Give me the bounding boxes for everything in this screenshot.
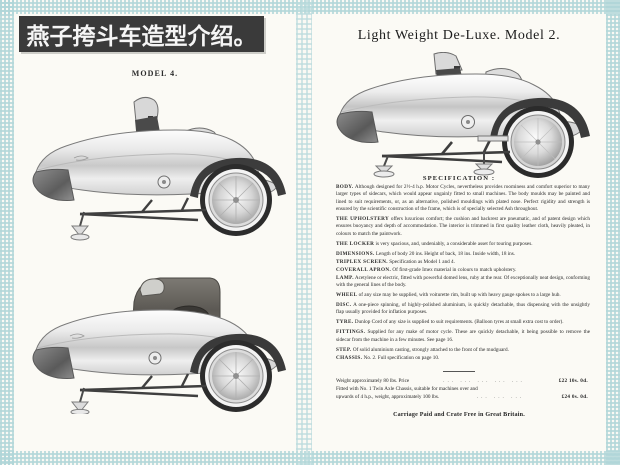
spec-row-upholstery: THE UPHOLSTERY offers luxurious comfort;… bbox=[336, 216, 590, 238]
spec-definition: of any size may be supplied, with voitur… bbox=[358, 292, 561, 299]
spec-row-locker: THE LOCKER is very spacious, and, undeni… bbox=[336, 241, 590, 248]
spec-row-fittings: FITTINGS. Supplied for any make of motor… bbox=[336, 329, 590, 344]
chinese-title-banner: 燕子挎斗车造型介绍。 bbox=[19, 16, 264, 52]
price-amount: £24 0s. 0d. bbox=[561, 393, 588, 400]
spec-row-lamp: LAMP. Acetylene or electric, fitted with… bbox=[336, 275, 590, 290]
spec-row-tyre: TYRE. Dunlop Cord of any size is supplie… bbox=[336, 319, 590, 326]
figure-sidecar-deluxe bbox=[326, 52, 598, 178]
leader-dots: ... ... ... ... ... bbox=[443, 378, 525, 384]
spec-term: TRIPLEX SCREEN. bbox=[336, 258, 388, 265]
spec-row-coverall-apron: COVERALL APRON. Of first-grade Imex mate… bbox=[336, 267, 590, 274]
spec-row-dimensions: DIMENSIONS. Length of body 20 ins. Heigh… bbox=[336, 251, 590, 258]
spec-definition: Supplied for any make of motor cycle. Th… bbox=[336, 329, 591, 343]
spec-definition: Although designed for 2½-4 h.p. Motor Cy… bbox=[336, 184, 590, 213]
spec-definition: Dunlop Cord of any size is supplied to s… bbox=[354, 319, 564, 326]
spec-term: COVERALL APRON. bbox=[336, 266, 392, 273]
specification-list: BODY. Although designed for 2½-4 h.p. Mo… bbox=[336, 184, 590, 363]
spec-row-wheel: WHEEL of any size may be supplied, with … bbox=[336, 292, 590, 299]
price-block: Weight approximately 80 lbs. Price ... .… bbox=[336, 378, 588, 401]
specification-heading: SPECIFICATION : bbox=[422, 175, 496, 182]
spec-term: THE UPHOLSTERY bbox=[336, 216, 390, 223]
leader-dots: ... ... ... bbox=[476, 393, 525, 400]
price-line-twin-axle: upwards of 4 h.p., weight, approximately… bbox=[336, 394, 588, 402]
lace-border-right bbox=[606, 0, 620, 465]
lace-border-gutter bbox=[296, 0, 312, 465]
section-divider bbox=[443, 371, 475, 372]
figure-sidecar-hooded bbox=[22, 254, 290, 414]
price-note-twin-axle: Fitted with No. 1 Twin Axle Chassis, sui… bbox=[336, 385, 478, 392]
spec-term: LAMP. bbox=[336, 274, 354, 281]
spec-row-chassis: CHASSIS. No. 2. Full specification on pa… bbox=[336, 355, 590, 362]
sidecar-open-spoked-wheel-icon bbox=[32, 96, 286, 241]
spec-definition: Of first-grade Imex material in colours … bbox=[392, 266, 517, 273]
lace-border-top bbox=[0, 0, 620, 14]
spec-term: CHASSIS. bbox=[336, 354, 363, 361]
price-line-standard: Weight approximately 80 lbs. Price ... .… bbox=[336, 378, 588, 386]
spec-definition: A one-piece spinning, of highly-polished… bbox=[336, 302, 590, 316]
price-label: Weight approximately 80 lbs. Price bbox=[336, 378, 410, 384]
spec-term: WHEEL bbox=[336, 292, 358, 299]
price-label: upwards of 4 h.p., weight, approximately… bbox=[336, 393, 440, 400]
sidecar-with-hood-cover-icon bbox=[32, 277, 286, 414]
spec-term: BODY. bbox=[336, 184, 354, 190]
model-4-caption: MODEL 4. bbox=[131, 69, 179, 78]
spec-row-disc: DISC. A one-piece spinning, of highly-po… bbox=[336, 302, 590, 317]
spec-row-body: BODY. Although designed for 2½-4 h.p. Mo… bbox=[336, 184, 590, 214]
spec-definition: No. 2. Full specification on page 10. bbox=[363, 354, 440, 361]
lace-border-left bbox=[0, 0, 14, 465]
spec-term: TYRE. bbox=[336, 319, 354, 326]
price-amount: £22 10s. 0d. bbox=[558, 378, 588, 384]
spec-term: DISC. bbox=[336, 302, 352, 308]
spec-definition: Acetylene or electric, fitted with power… bbox=[336, 274, 590, 289]
figure-sidecar-open bbox=[22, 92, 290, 242]
spec-term: FITTINGS. bbox=[336, 329, 366, 336]
spec-term: DIMENSIONS. bbox=[336, 250, 375, 257]
right-page-title: Light Weight De-Luxe. Model 2. bbox=[357, 28, 561, 43]
spec-definition: Of solid aluminium casting, strongly att… bbox=[352, 346, 509, 353]
spec-term: THE LOCKER bbox=[336, 240, 375, 247]
sidecar-disc-wheel-icon bbox=[336, 52, 590, 178]
spec-definition: Specification as Model 1 and 4. bbox=[389, 258, 455, 265]
spec-row-triplex-screen: TRIPLEX SCREEN. Specification as Model 1… bbox=[336, 259, 590, 266]
carriage-note: Carriage Paid and Crate Free in Great Br… bbox=[393, 412, 525, 418]
right-page: Light Weight De-Luxe. Model 2. bbox=[312, 14, 606, 451]
spec-definition: Length of body 20 ins. Height of back, 1… bbox=[375, 250, 516, 257]
spec-row-step: STEP. Of solid aluminium casting, strong… bbox=[336, 347, 590, 354]
spec-definition: is very spacious, and, undeniably, a con… bbox=[375, 240, 533, 247]
chinese-title-text: 燕子挎斗车造型介绍。 bbox=[26, 24, 257, 50]
left-page: 燕子挎斗车造型介绍。 MODEL 4. bbox=[14, 14, 296, 451]
lace-border-bottom bbox=[0, 451, 620, 465]
spec-definition: offers luxurious comfort; the cushion an… bbox=[336, 216, 591, 237]
spec-term: STEP. bbox=[336, 346, 352, 353]
